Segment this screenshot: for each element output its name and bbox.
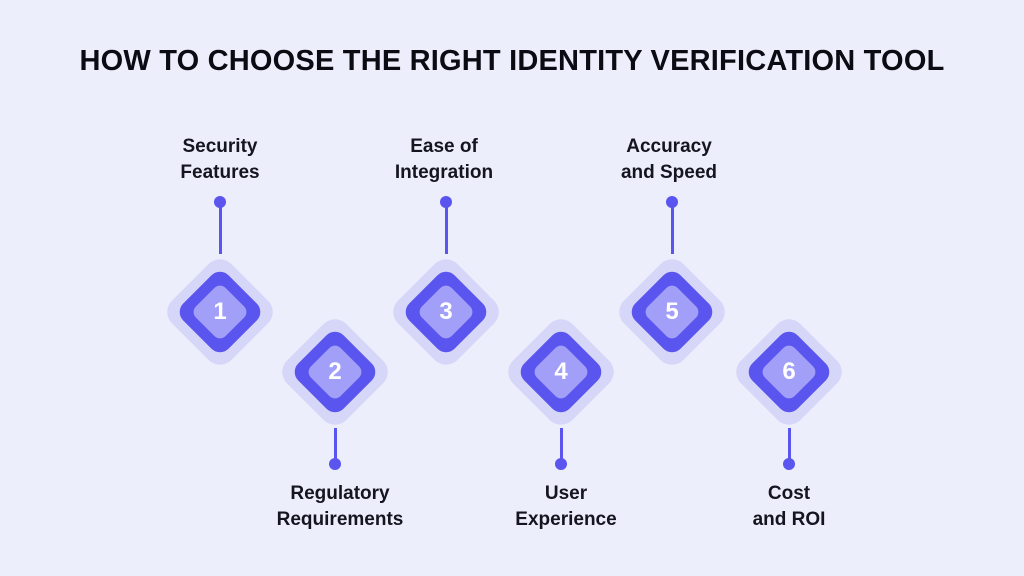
- step-6-connector: [787, 428, 791, 464]
- step-2-connector: [333, 428, 337, 464]
- step-1-label: Security Features: [180, 136, 260, 183]
- step-5-label: Accuracy and Speed: [620, 136, 718, 183]
- page-title: HOW TO CHOOSE THE RIGHT IDENTITY VERIFIC…: [79, 45, 945, 77]
- step-3-connector: [444, 202, 448, 254]
- step-6-label: Cost and ROI: [752, 483, 826, 530]
- step-1-connector: [218, 202, 222, 254]
- step-5-number: 5: [665, 298, 679, 325]
- step-2-dot: [329, 458, 341, 470]
- step-4-label: User Experience: [515, 483, 617, 530]
- step-4-number: 4: [554, 358, 568, 385]
- step-2-number: 2: [328, 358, 342, 385]
- step-3-label: Ease of Integration: [394, 136, 494, 183]
- step-2-label: Regulatory Requirements: [276, 483, 404, 530]
- step-4-connector: [559, 428, 563, 464]
- step-6-dot: [783, 458, 795, 470]
- step-1-number: 1: [213, 298, 227, 325]
- step-5-connector: [670, 202, 674, 254]
- step-3-number: 3: [439, 298, 453, 325]
- step-6-number: 6: [782, 358, 796, 385]
- step-4-dot: [555, 458, 567, 470]
